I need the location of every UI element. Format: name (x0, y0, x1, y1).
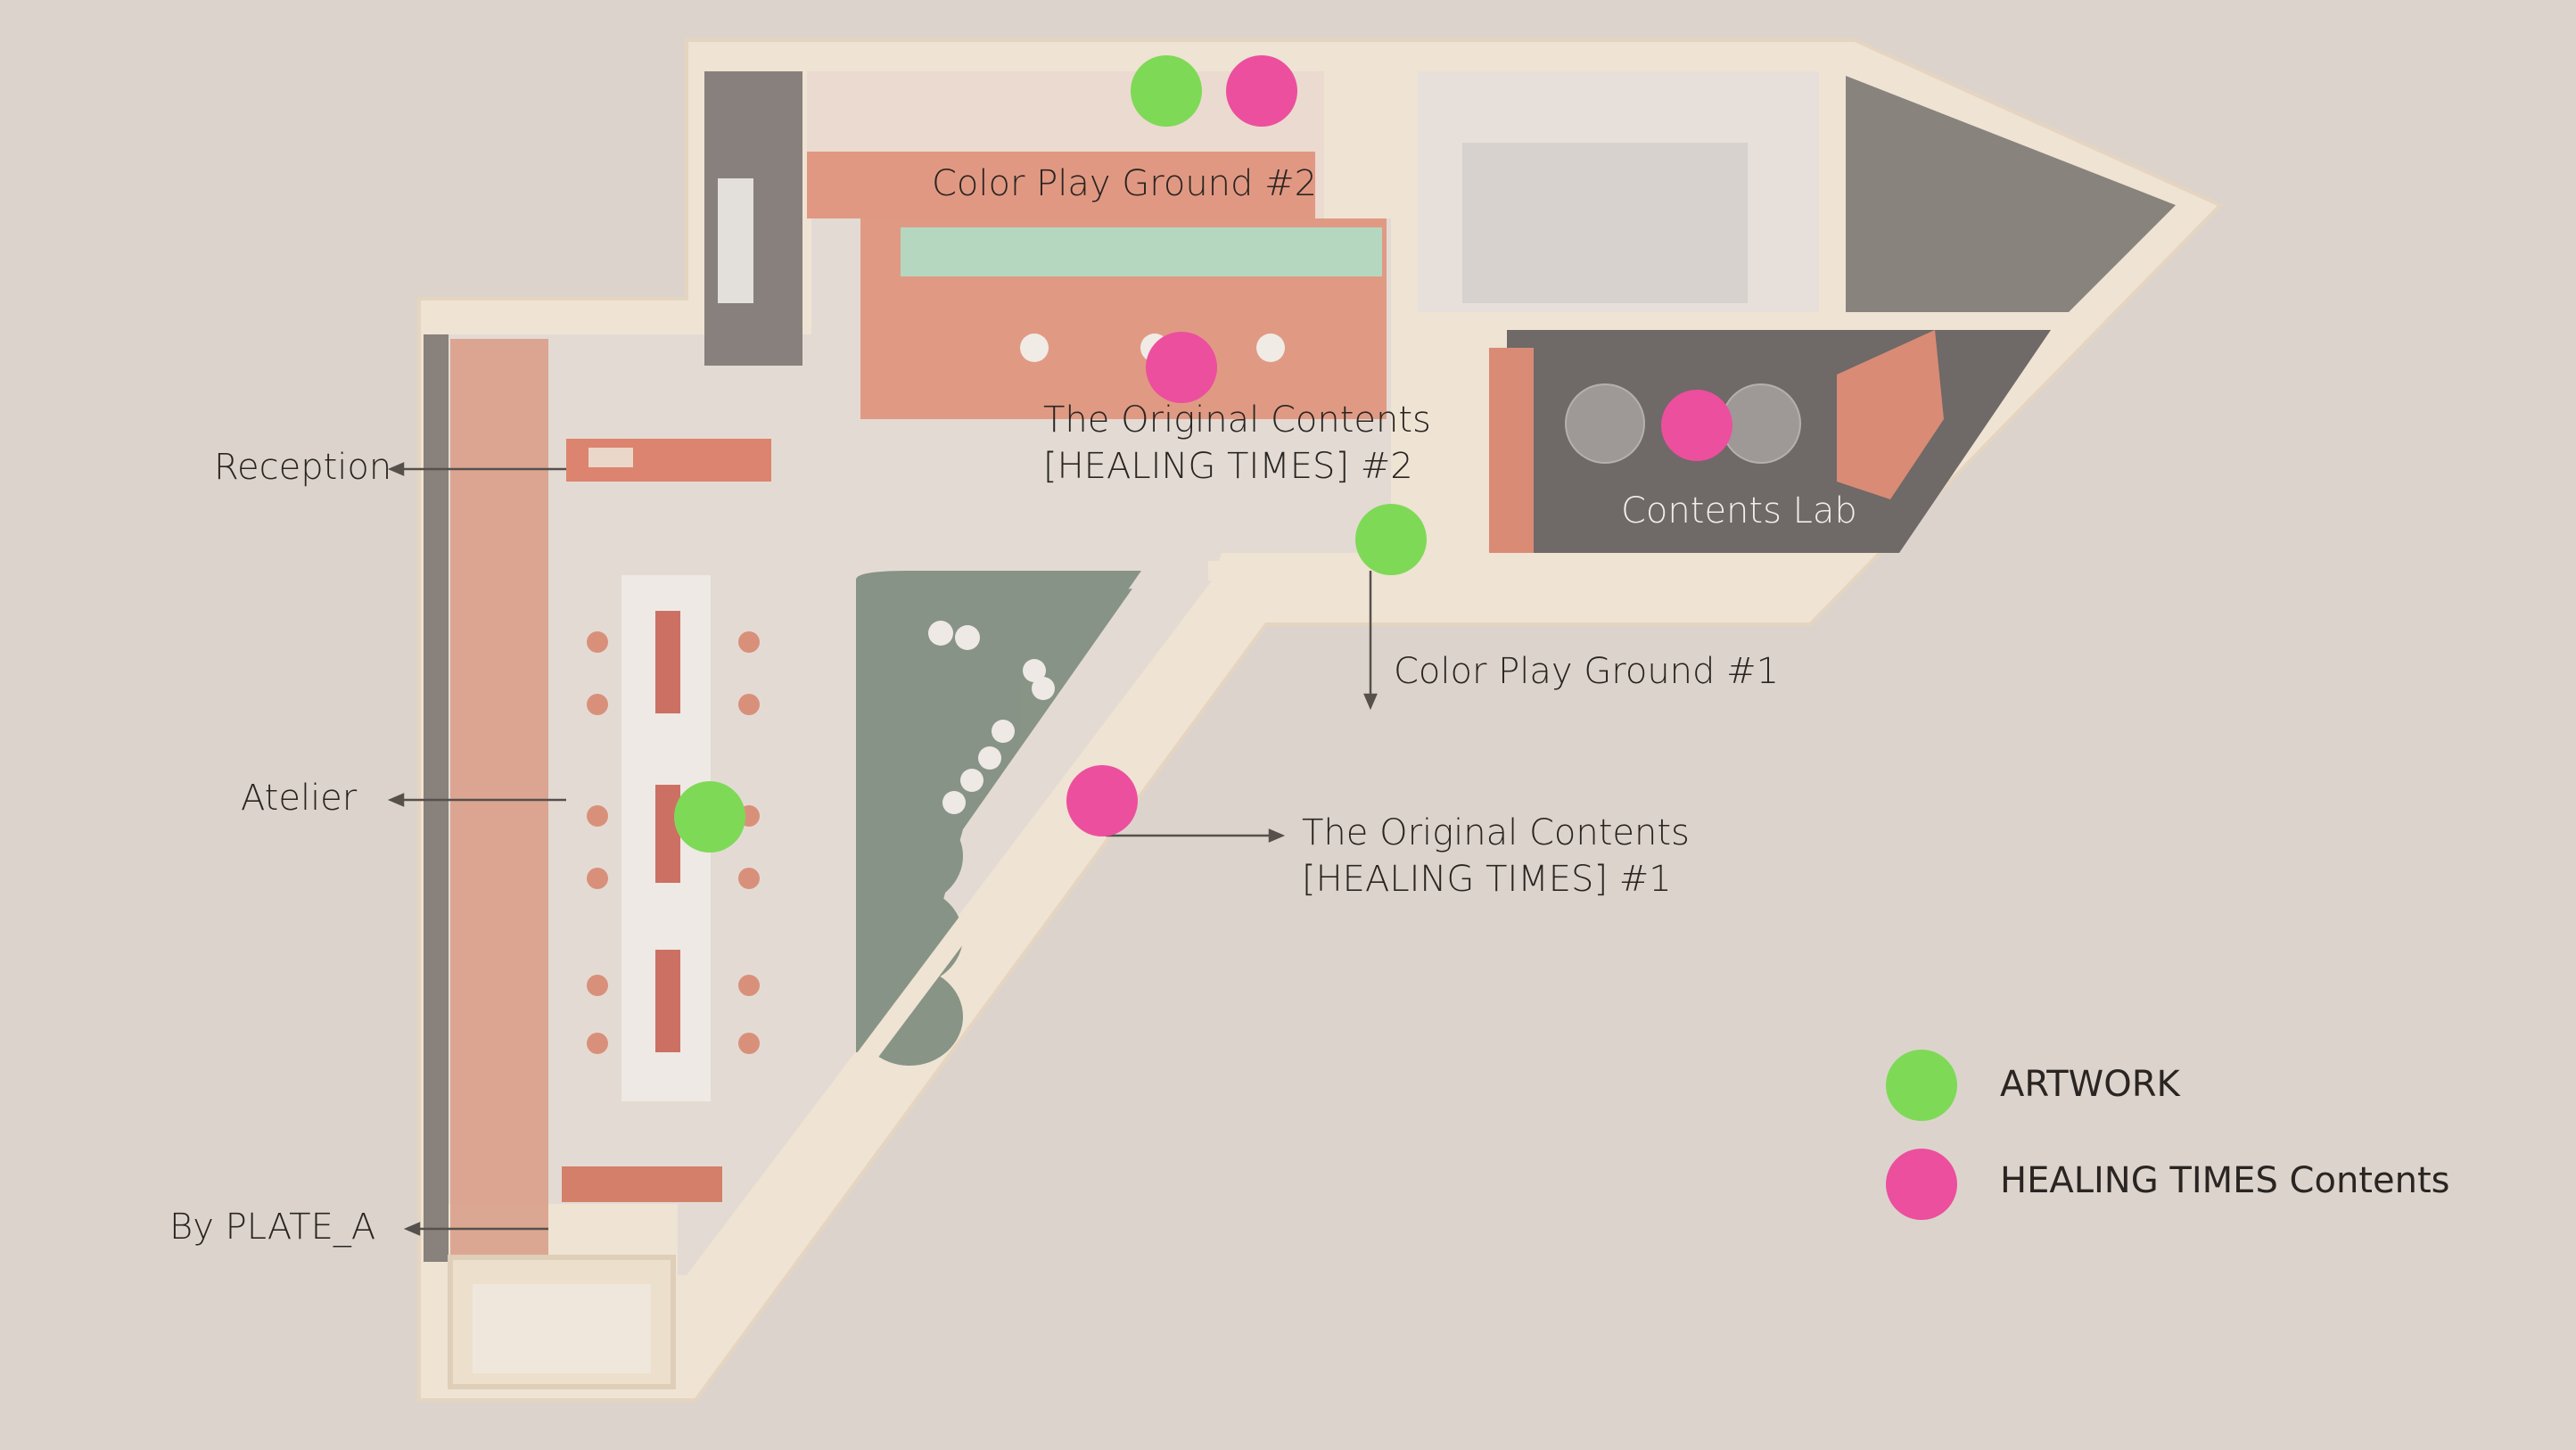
label-contents-lab: Contents Lab (1621, 490, 1857, 531)
marker-healing-contents-lab (1661, 390, 1732, 461)
marker-healing-original-1 (1066, 765, 1138, 836)
label-original-contents-2-line1: The Original Contents (1043, 400, 1431, 441)
green-seating (856, 571, 1141, 1066)
marker-artwork-cpg2 (1131, 55, 1202, 127)
interior-walls (687, 561, 1391, 1290)
label-by-plate-a: By PLATE_A (169, 1207, 376, 1248)
marker-healing-original-2 (1146, 332, 1217, 403)
label-reception: Reception (214, 447, 392, 488)
marker-artwork-cpg1 (1355, 504, 1427, 575)
label-original-contents-2-line2: [HEALING TIMES] #2 (1043, 446, 1413, 487)
plate-a-counter (562, 1166, 722, 1202)
leader-lines (387, 462, 1378, 1236)
atelier-back-wall (424, 334, 449, 1262)
label-color-play-ground-2: Color Play Ground #2 (932, 163, 1318, 204)
atelier-table-items (655, 611, 680, 1052)
label-original-contents-1-line2: [HEALING TIMES] #1 (1302, 859, 1672, 900)
label-color-play-ground-1: Color Play Ground #1 (1394, 651, 1780, 692)
label-original-contents-1-line1: The Original Contents (1302, 812, 1690, 853)
legend-artwork-swatch (1886, 1050, 1957, 1121)
marker-artwork-atelier (674, 781, 745, 853)
atelier-curtain (450, 339, 548, 1257)
white-seats (928, 621, 1055, 814)
marker-healing-cpg2 (1226, 55, 1297, 127)
atelier-stools (587, 631, 760, 1054)
legend-healing-label: HEALING TIMES Contents (2000, 1160, 2450, 1201)
dark-room (1846, 76, 2176, 312)
legend-healing-swatch (1886, 1149, 1957, 1220)
label-atelier: Atelier (241, 778, 358, 819)
legend-artwork-label: ARTWORK (2000, 1064, 2180, 1105)
